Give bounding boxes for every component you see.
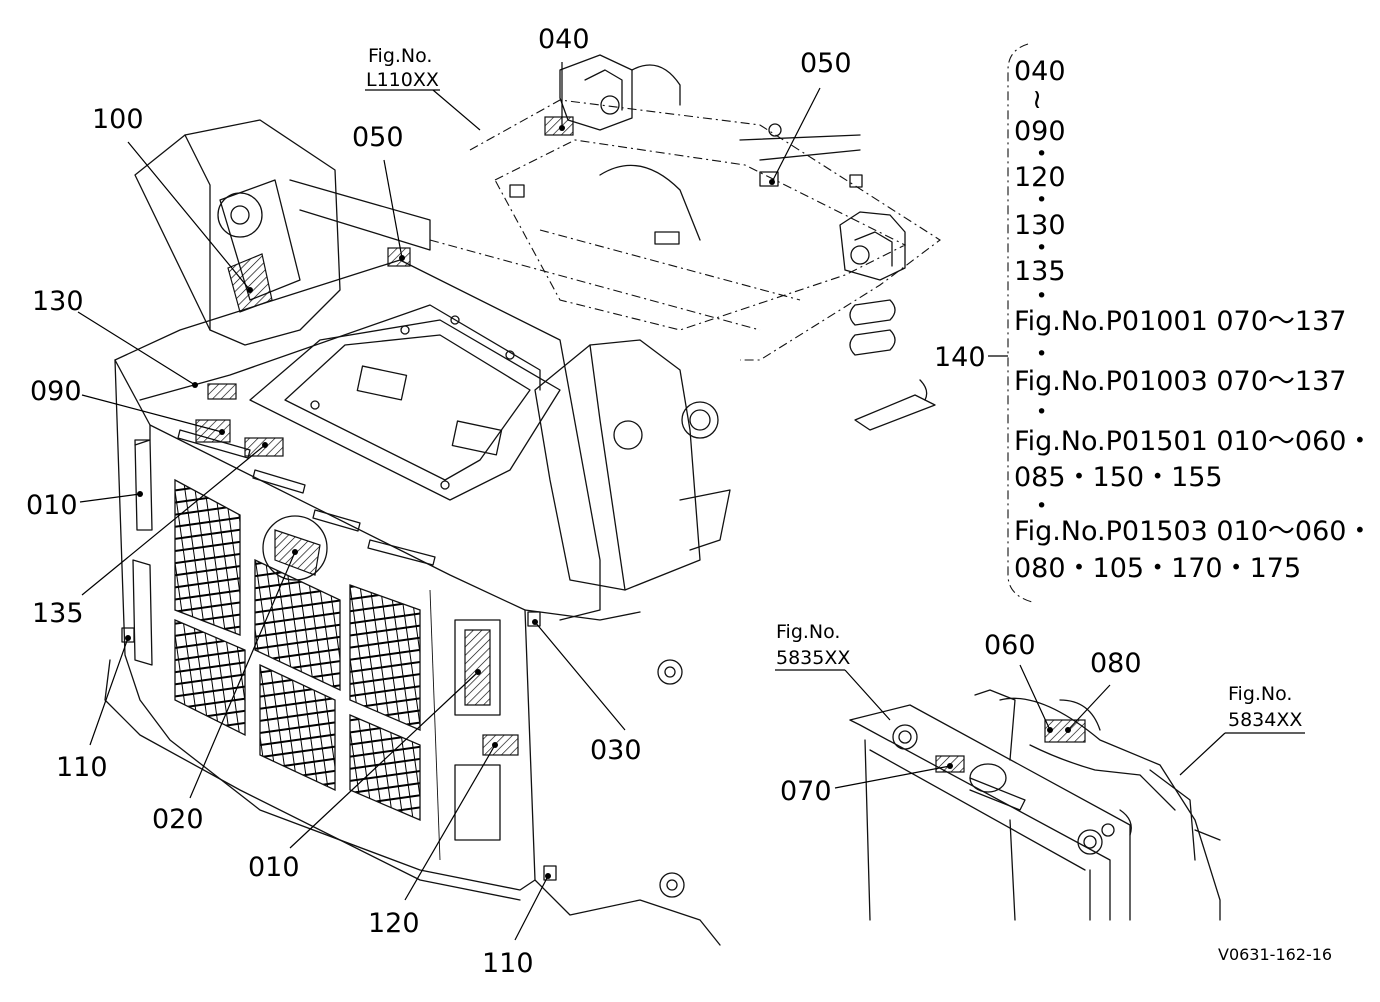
kit-line-11: • <box>1036 343 1047 365</box>
part-labels: 040 050 050 100 130 090 010 135 110 020 … <box>26 24 1142 979</box>
kit-line-13: • <box>1036 401 1047 423</box>
label-140: 140 <box>934 342 986 373</box>
kit-line-3: • <box>1036 143 1047 165</box>
label-010-left: 010 <box>26 490 78 521</box>
kit-line-7: • <box>1036 237 1047 259</box>
label-030: 030 <box>590 735 642 766</box>
label-080: 080 <box>1090 648 1142 679</box>
label-020: 020 <box>152 804 204 835</box>
kit-line-5: • <box>1036 189 1047 211</box>
label-100: 100 <box>92 104 144 135</box>
kit-line-1: ≀ <box>1032 84 1042 115</box>
kit-line-6: 130 <box>1014 210 1066 241</box>
label-135: 135 <box>32 598 84 629</box>
engine-hood-housing <box>104 116 779 946</box>
label-070: 070 <box>780 776 832 807</box>
label-040-top: 040 <box>538 24 590 55</box>
figure-references: Fig.No. L110XX Fig.No. 5835XX Fig.No. 58… <box>366 45 1302 731</box>
kit-line-10: Fig.No.P01001 070〜137 <box>1014 306 1346 337</box>
kit-line-14: Fig.No.P01501 010〜060・ <box>1014 426 1373 457</box>
loader-arm <box>134 119 431 346</box>
label-110-bottom: 110 <box>482 948 534 979</box>
kit-line-4: 120 <box>1014 162 1066 193</box>
kit-line-18: 080・105・170・175 <box>1014 553 1301 584</box>
label-090: 090 <box>30 376 82 407</box>
kit-line-17: Fig.No.P01503 010〜060・ <box>1014 516 1373 547</box>
kit-line-15: 085・150・155 <box>1014 462 1223 493</box>
upper-frame <box>429 54 941 431</box>
kit-line-12: Fig.No.P01003 070〜137 <box>1014 366 1346 397</box>
label-050-right: 050 <box>800 48 852 79</box>
kit-line-2: 090 <box>1014 116 1066 147</box>
kit-line-9: • <box>1036 285 1047 307</box>
fig-ref-l110-code: L110XX <box>366 69 439 91</box>
label-050-left: 050 <box>352 122 404 153</box>
kit-line-8: 135 <box>1014 256 1066 287</box>
kit-line-16: • <box>1036 495 1047 517</box>
kit-list: 040 ≀ 090 • 120 • 130 • 135 • Fig.No.P01… <box>1014 56 1373 584</box>
fig-ref-l110-label: Fig.No. <box>368 45 432 67</box>
label-110-left: 110 <box>56 752 108 783</box>
kit-line-0: 040 <box>1014 56 1066 87</box>
fig-ref-5835-label: Fig.No. <box>776 621 840 643</box>
label-130: 130 <box>32 286 84 317</box>
kit-bracket <box>1007 43 1033 603</box>
label-060: 060 <box>984 630 1036 661</box>
radiator-inset <box>849 689 1221 921</box>
right-arm <box>534 339 731 591</box>
fig-ref-5834-code: 5834XX <box>1228 709 1302 731</box>
label-010-bottom: 010 <box>248 852 300 883</box>
label-120: 120 <box>368 908 420 939</box>
fig-ref-5835-code: 5835XX <box>776 647 850 669</box>
fig-ref-5834-label: Fig.No. <box>1228 683 1292 705</box>
drawing-code: V0631-162-16 <box>1218 945 1332 964</box>
leader-lines <box>77 62 1305 941</box>
